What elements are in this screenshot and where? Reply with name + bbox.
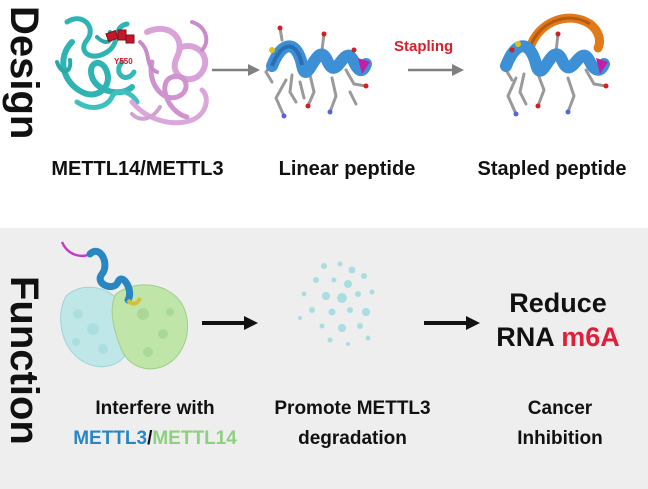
promote-line1: Promote METTL3 — [274, 398, 431, 419]
protein-surface-with-peptide — [60, 241, 189, 370]
mettl3-text: METTL3 — [73, 428, 148, 449]
rna-text: RNA — [496, 322, 554, 352]
stapled-caption: Stapled peptide — [477, 158, 627, 180]
arrow-to-degradation — [202, 316, 258, 330]
cancer-line1: Cancer — [527, 398, 593, 419]
stapled-peptide-structure — [500, 13, 610, 117]
stapling-label: Stapling — [394, 38, 454, 55]
promote-caption: Promote METTL3 degradation — [260, 394, 445, 454]
protein-complex-structure: Y550 — [55, 16, 209, 126]
separator-text: / — [147, 428, 153, 449]
arrow-to-reduce — [424, 316, 480, 330]
protein-caption: METTL14/METTL3 — [51, 158, 224, 180]
residue-tag: Y550 — [114, 57, 133, 66]
arrow-to-linear — [212, 64, 260, 76]
linear-peptide-structure — [264, 25, 372, 119]
design-section-label: Design — [2, 6, 46, 140]
interfere-line1: Interfere with — [95, 398, 215, 419]
mettl14-text: METTL14 — [152, 428, 237, 449]
degradation-dots — [298, 261, 375, 346]
linear-caption: Linear peptide — [278, 158, 416, 180]
reduce-line1: Reduce — [509, 288, 607, 318]
promote-line2: degradation — [298, 428, 407, 449]
m6a-text: m6A — [561, 322, 620, 352]
interfere-caption: Interfere with METTL3/METTL14 — [60, 394, 250, 454]
interfere-line2: METTL3/METTL14 — [60, 424, 250, 454]
cancer-line2: Inhibition — [517, 428, 603, 449]
cancer-caption: Cancer Inhibition — [490, 394, 630, 454]
function-panel: Function Reduce — [0, 228, 648, 489]
function-section-label: Function — [2, 276, 46, 445]
reduce-block: Reduce RNA m6A — [488, 286, 628, 354]
reduce-line2: RNA m6A — [488, 320, 628, 354]
stapling-arrow — [408, 64, 464, 76]
design-panel: Design Y550 — [0, 0, 648, 208]
